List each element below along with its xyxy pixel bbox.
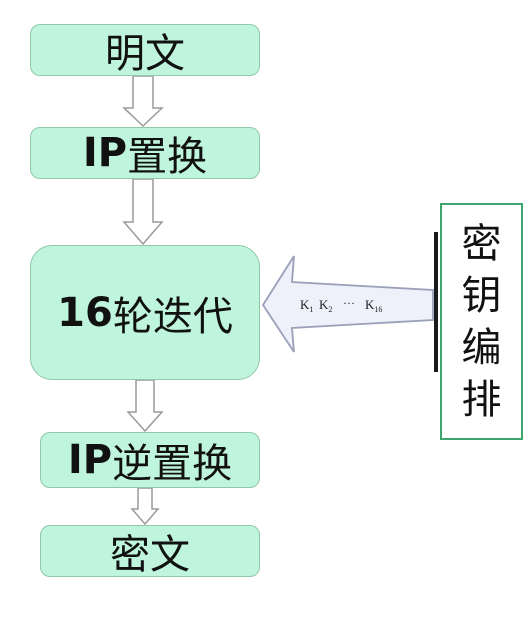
arrow-plaintext-to-ip [122,75,164,128]
plaintext-label: 明文 [105,31,185,77]
rounds-label-cjk: 轮迭代 [112,293,233,340]
arrow-ip-to-rounds [122,178,164,246]
subkey-label-ellipsis: ··· [343,296,355,310]
ciphertext-box: 密文 [40,525,260,578]
ip-inverse-label-latin: IP [67,437,113,483]
key-schedule-divider [434,232,438,372]
ip-permutation-label-latin: IP [82,130,128,176]
rounds-label-latin: 16 [57,289,113,336]
key-schedule-char-3: 编 [461,324,502,371]
key-schedule-char-2: 钥 [461,272,502,319]
ip-permutation-label-cjk: 置换 [127,134,208,180]
plaintext-box: 明文 [30,24,260,77]
arrow-ipinv-to-ciphertext [130,487,160,526]
key-schedule-char-4: 排 [461,376,502,423]
ip-inverse-label-cjk: 逆置换 [112,441,233,487]
ciphertext-label: 密文 [110,532,190,578]
subkey-arrow [261,255,434,353]
key-schedule-char-1: 密 [461,220,502,267]
arrow-rounds-to-ipinv [126,379,164,433]
key-schedule-box: 密 钥 编 排 [440,203,523,440]
